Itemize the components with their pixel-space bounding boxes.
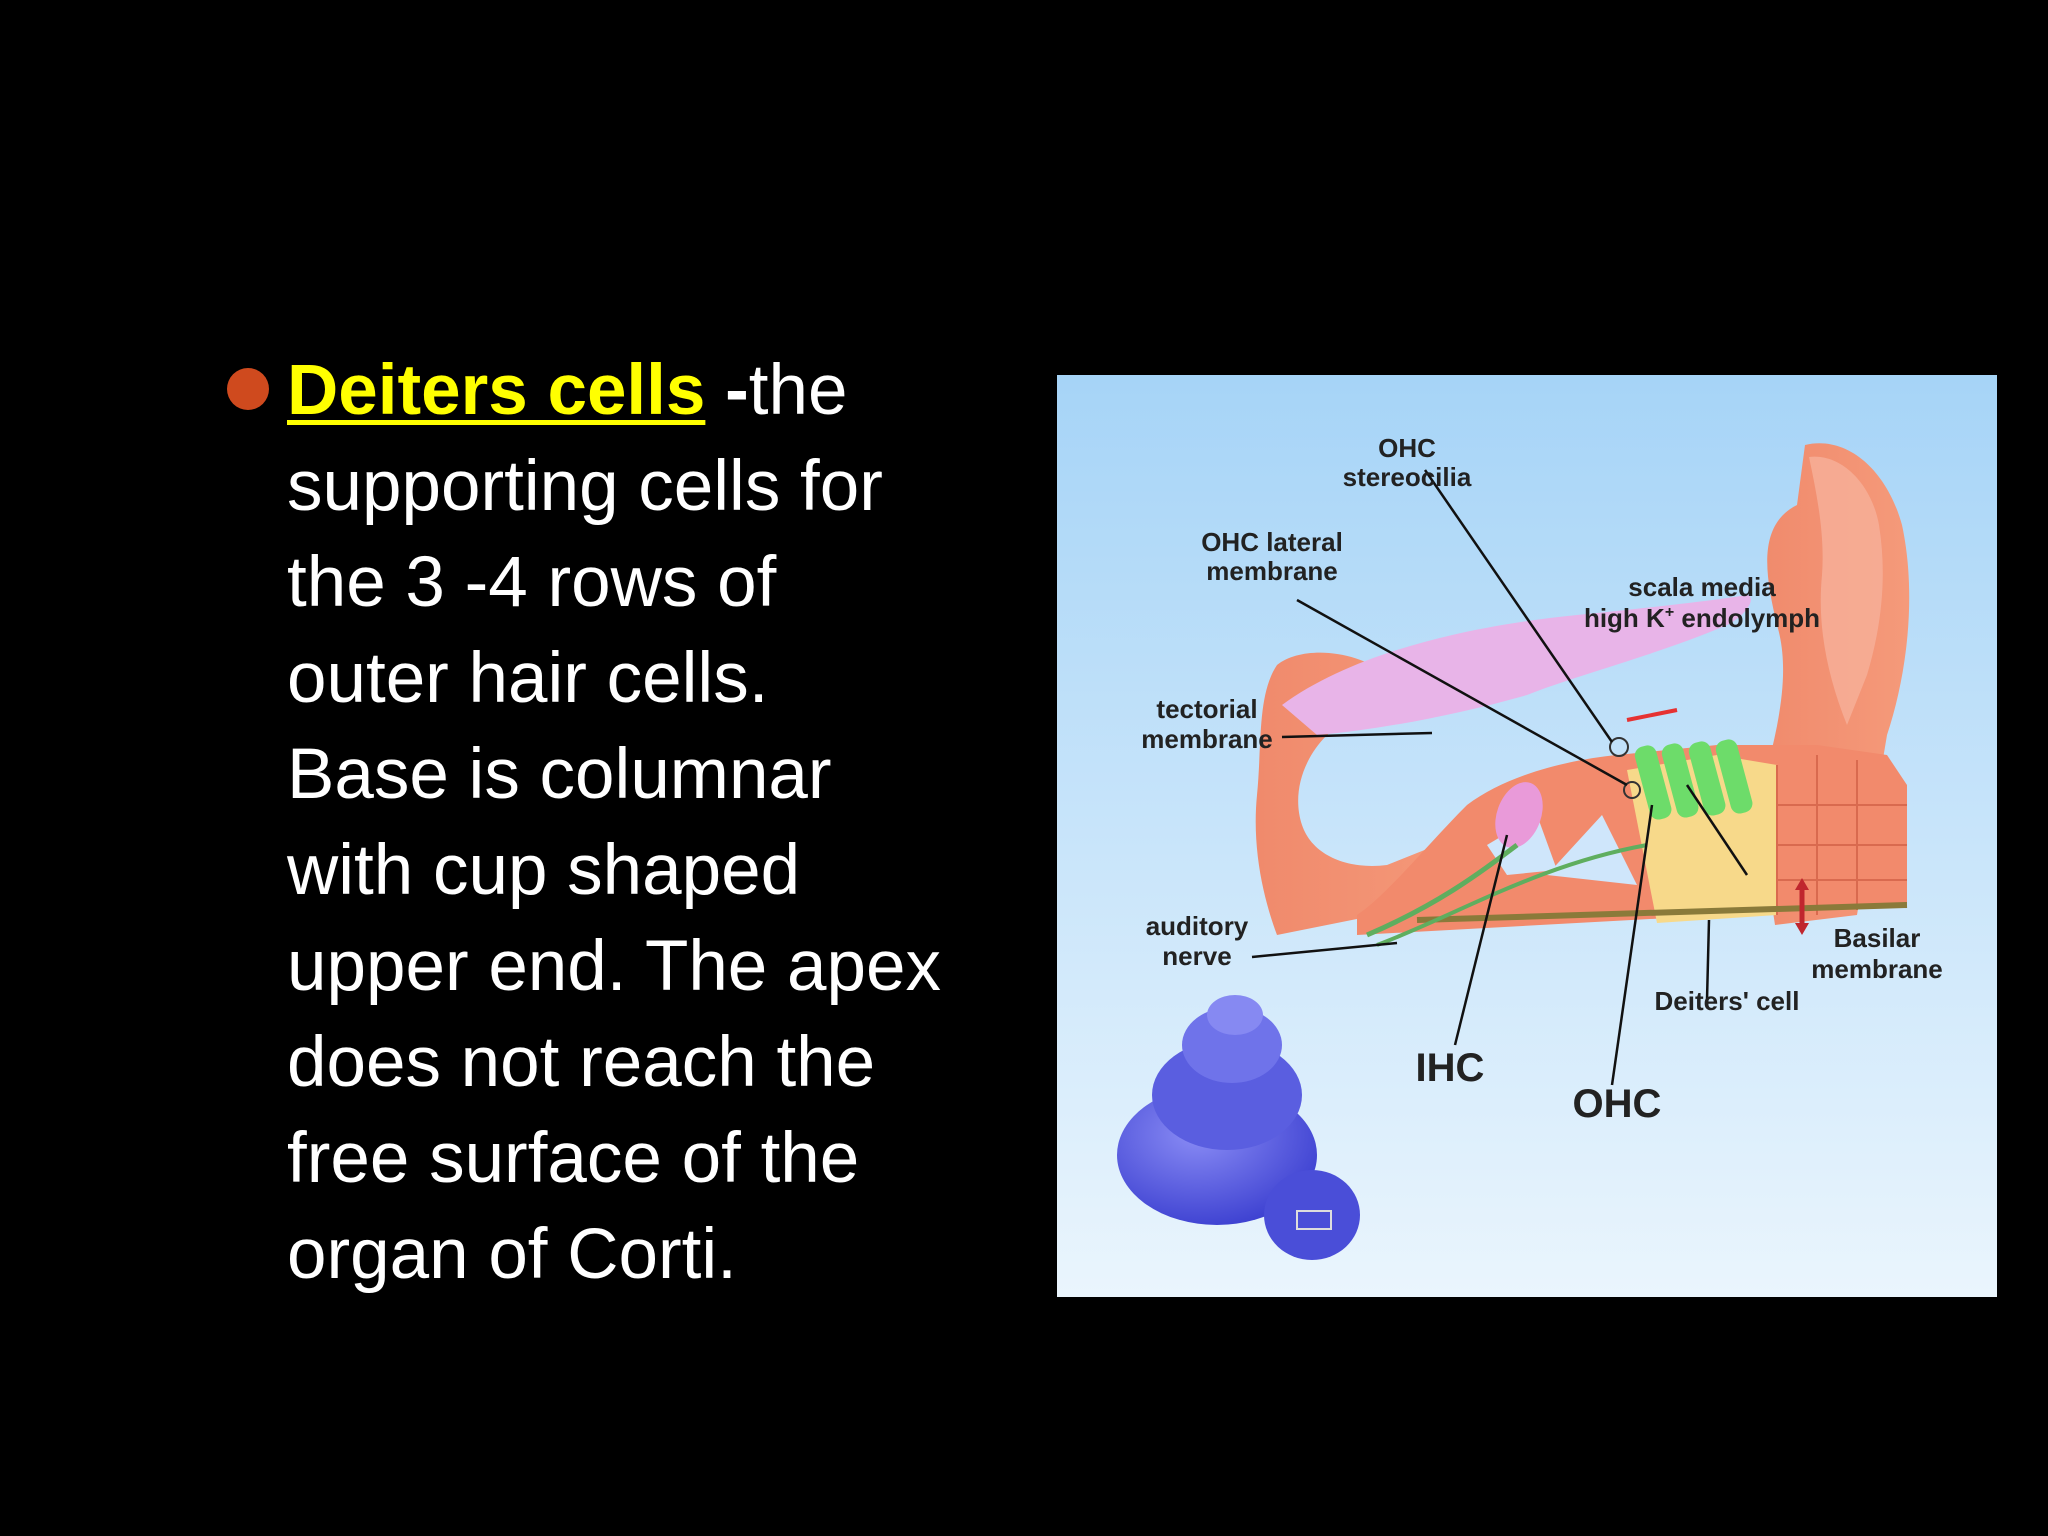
- basilar-arrow-down: [1795, 923, 1809, 935]
- label-ihc: IHC: [1416, 1046, 1485, 1090]
- label-scala-media-1: scala media: [1628, 572, 1776, 602]
- label-scala-media-sup: +: [1665, 604, 1674, 621]
- bullet-line-9: free surface of the: [287, 1119, 860, 1198]
- tunnel-of-corti: [1547, 815, 1637, 885]
- basilar-arrow-up: [1795, 878, 1809, 890]
- bullet-line-1: Deiters cells -the: [287, 343, 1087, 439]
- term-dash: -: [705, 351, 749, 430]
- label-auditory-1: auditory: [1146, 911, 1249, 941]
- label-ohc-lateral-1: OHC lateral: [1201, 527, 1343, 557]
- outer-hair-cells: [1634, 739, 1753, 820]
- bullet-line-7: upper end. The apex: [287, 927, 941, 1006]
- bullet-line-8: does not reach the: [287, 1023, 876, 1102]
- organ-of-corti-diagram: OHC stereocilia OHC lateral membrane sca…: [1057, 375, 1997, 1297]
- nerve-fibers-2: [1376, 843, 1648, 947]
- label-tectorial-2: membrane: [1141, 724, 1273, 754]
- lateral-membrane-circle: [1623, 781, 1641, 799]
- organ-of-corti-figure: OHC stereocilia OHC lateral membrane sca…: [1057, 375, 1997, 1297]
- stereocilia-marker: [1626, 708, 1678, 722]
- label-ohc-lateral-2: membrane: [1206, 556, 1338, 586]
- bullet-text: Deiters cells -the supporting cells for …: [287, 343, 1087, 1303]
- label-ohc: OHC: [1573, 1082, 1662, 1126]
- label-ohc-stereocilia-1: OHC: [1378, 433, 1436, 463]
- inner-hair-cell: [1495, 782, 1543, 848]
- bullet-line-5: Base is columnar: [287, 735, 832, 814]
- cochlea-icon: [1117, 995, 1360, 1260]
- label-ohc-stereocilia-2: stereocilia: [1343, 462, 1472, 492]
- label-scala-media-2a: high K: [1584, 603, 1665, 633]
- label-auditory-2: nerve: [1162, 941, 1231, 971]
- bullet-line-10: organ of Corti.: [287, 1215, 737, 1294]
- label-tectorial-1: tectorial: [1156, 694, 1257, 724]
- label-basilar-1: Basilar: [1834, 923, 1921, 953]
- bullet-dot: [227, 368, 269, 410]
- stria-vascularis: [1809, 456, 1883, 725]
- bullet-line-6: with cup shaped: [287, 831, 801, 910]
- term-deiters-cells: Deiters cells: [287, 351, 706, 430]
- bullet-line-4: outer hair cells.: [287, 639, 769, 718]
- label-basilar-2: membrane: [1811, 954, 1943, 984]
- label-scala-media-2b: endolymph: [1674, 603, 1820, 633]
- claudius-cells: [1776, 755, 1907, 915]
- leader-lines: [1251, 469, 1749, 1086]
- label-deiters-cell: Deiters' cell: [1655, 986, 1800, 1016]
- stereocilia-circle: [1609, 737, 1629, 757]
- tectorial-membrane: [1282, 595, 1751, 735]
- bullet-line-3: the 3 -4 rows of: [287, 543, 777, 622]
- line-text-0: the: [748, 351, 848, 430]
- bullet-line-2: supporting cells for: [287, 447, 883, 526]
- basilar-membrane: [1416, 902, 1908, 923]
- label-scala-media-2: high K+ endolymph: [1584, 603, 1820, 633]
